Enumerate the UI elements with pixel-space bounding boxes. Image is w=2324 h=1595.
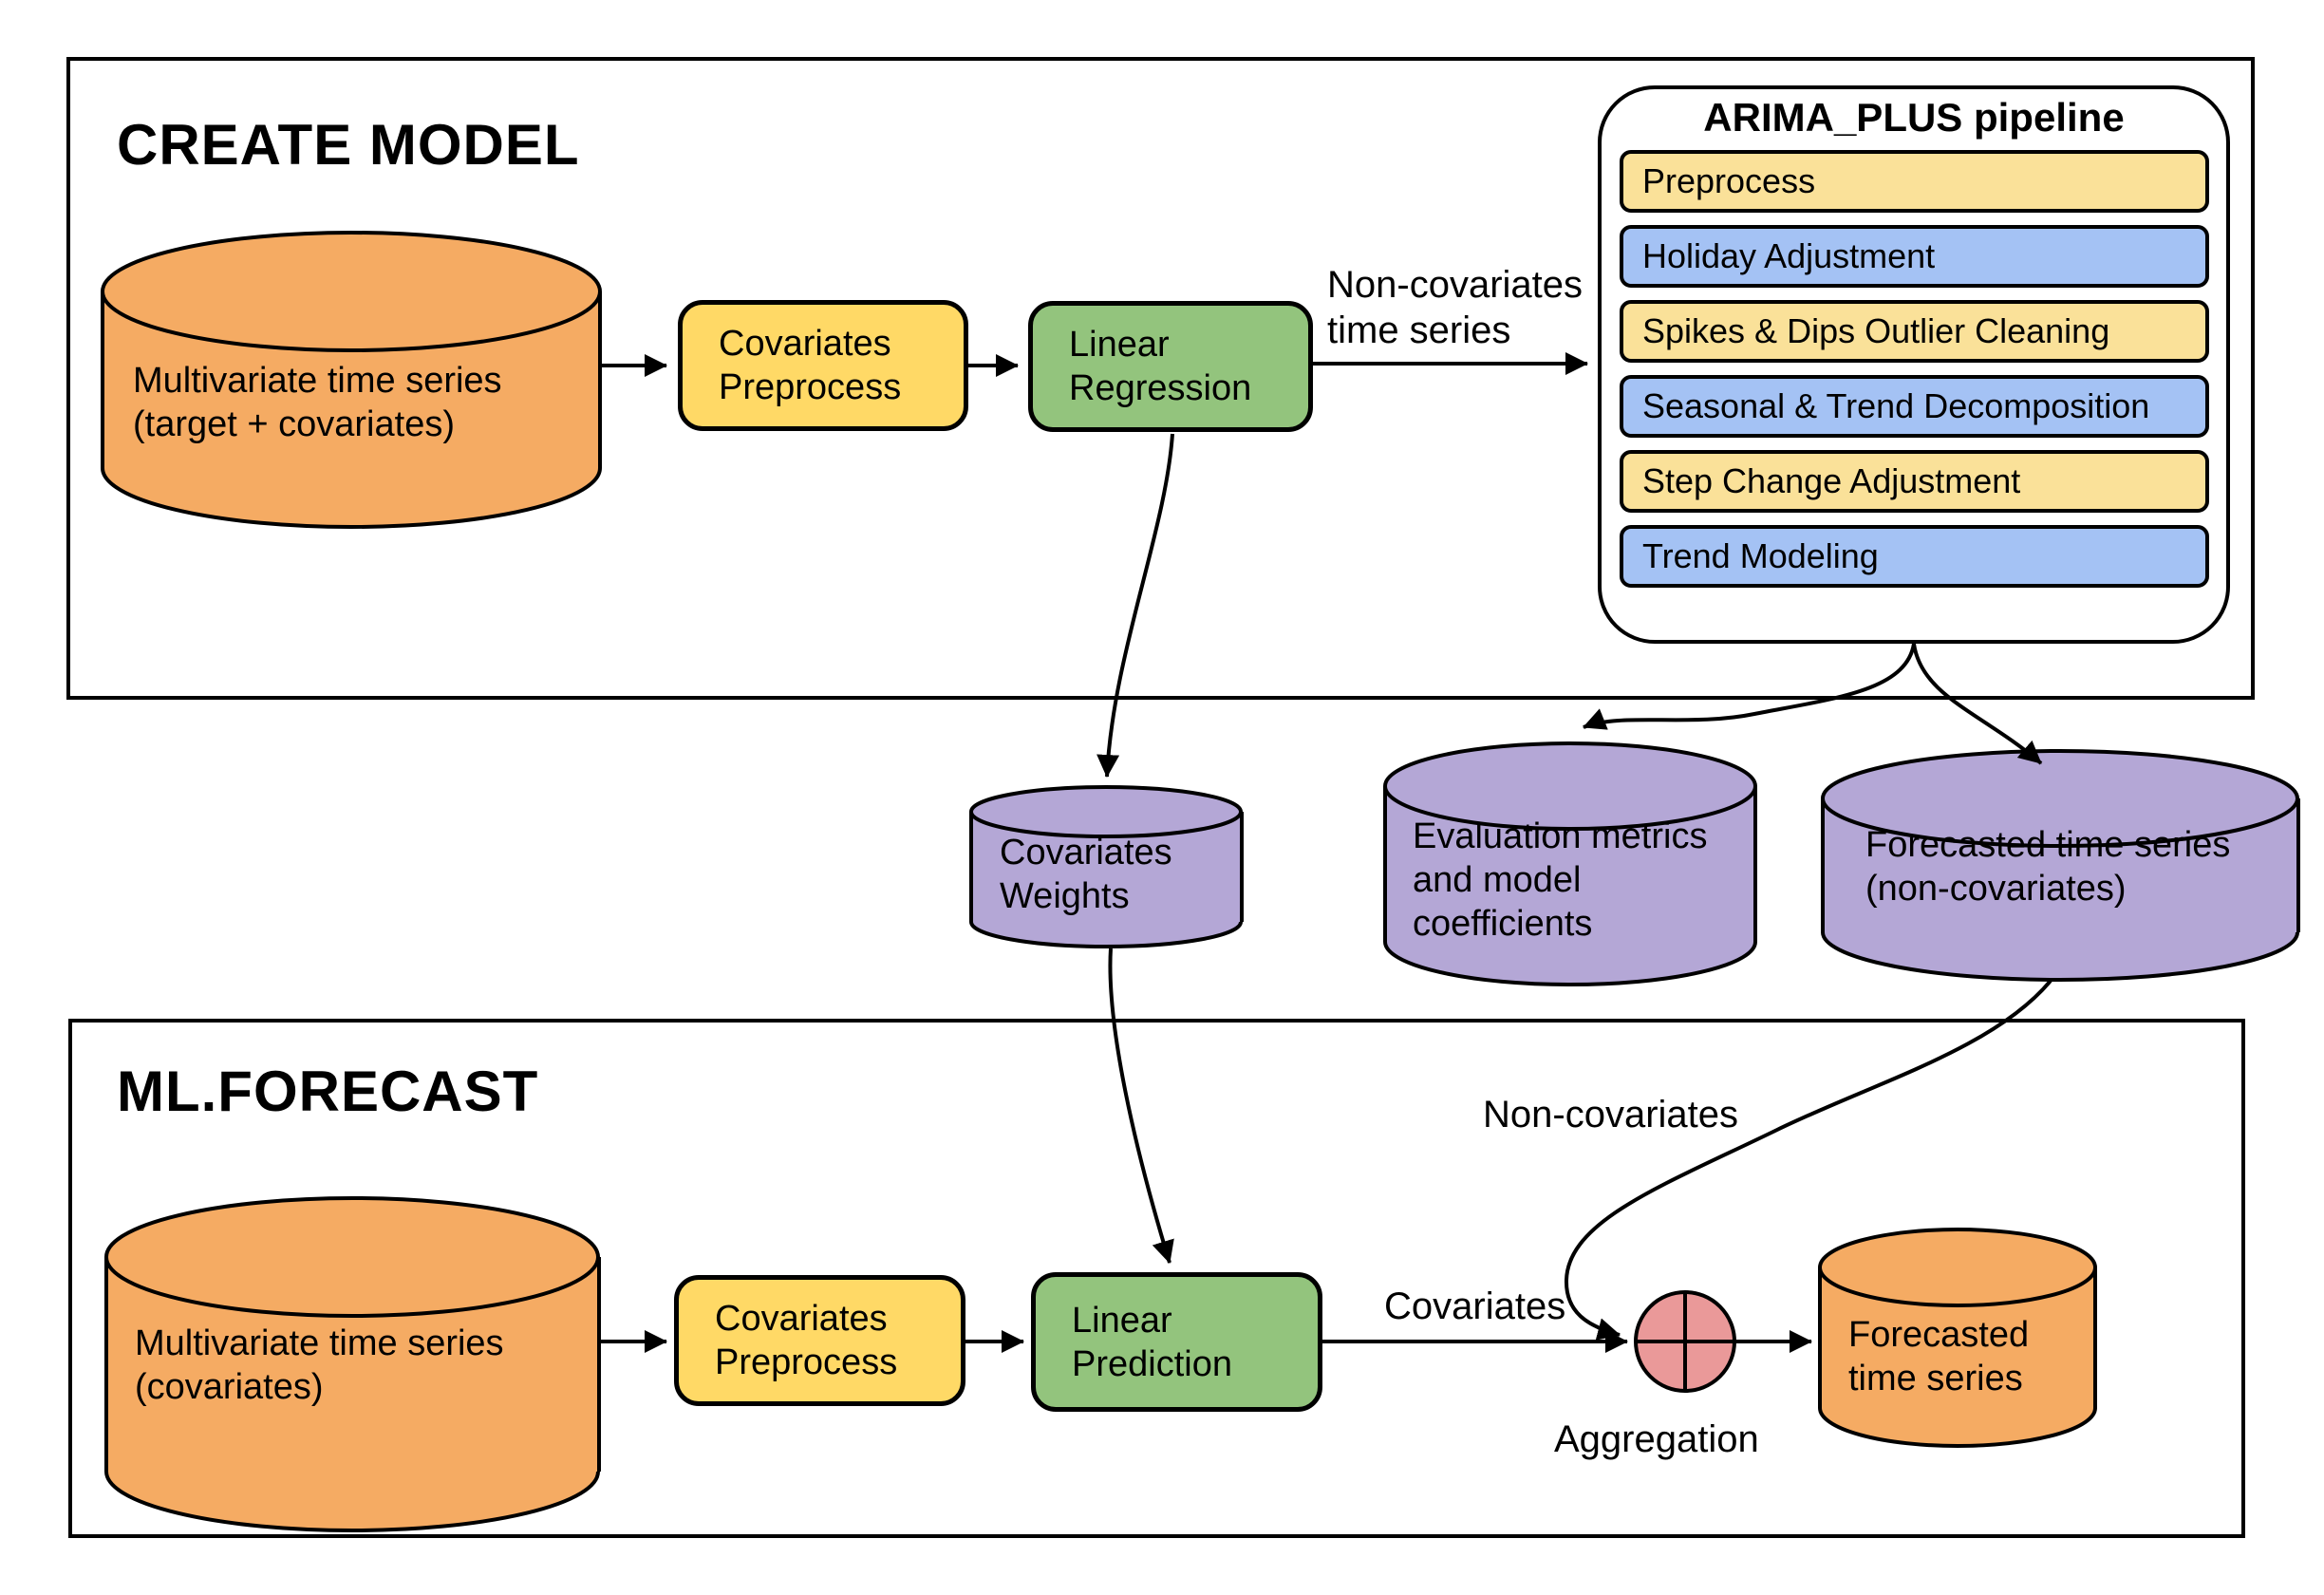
noncov-arrow-label-line1: Non-covariates: [1327, 264, 1584, 306]
pipeline-step-preprocess: Preprocess: [1620, 150, 2209, 213]
cylinder-multivariate-target: [101, 231, 602, 529]
forecast-noncov-line2: (non-covariates): [1865, 869, 2127, 909]
forecast-noncov-label: Forecasted time series (non-covariates): [1865, 823, 2230, 910]
curve-noncov-to-aggregation: [1564, 979, 2052, 1341]
arima-plus-pipeline-title: ARIMA_PLUS pipeline: [1703, 95, 2125, 140]
cylinder-covariates-weights: [969, 785, 1244, 948]
linear-regression-line1: Linear: [1069, 325, 1170, 365]
ml-forecast-section-box: [68, 1019, 2245, 1538]
curve-pipeline-to-forecast-noncov: [1912, 643, 2043, 765]
linear-regression-line2: Regression: [1069, 368, 1252, 408]
noncov-arrow-label: Non-covariates time series: [1327, 262, 1583, 353]
covariates-preprocess-bottom-line2: Preprocess: [715, 1342, 898, 1382]
forecast-output-line1: Forecasted: [1848, 1315, 2030, 1355]
evaluation-metrics-line2: and model: [1413, 860, 1582, 900]
input-cylinder-label: Multivariate time series (target + covar…: [133, 359, 502, 446]
pipeline-step-label: Holiday Adjustment: [1642, 236, 1936, 275]
covariates-weights-line2: Weights: [1000, 876, 1130, 916]
evaluation-metrics-label: Evaluation metrics and model coefficient…: [1413, 815, 1707, 946]
pipeline-step-label: Preprocess: [1642, 161, 1816, 200]
forecast-output-line2: time series: [1848, 1359, 2023, 1398]
curve-weights-to-prediction: [1108, 948, 1174, 1264]
covariates-weights-label: Covariates Weights: [1000, 831, 1172, 918]
cov-input-cylinder-line2: (covariates): [135, 1367, 324, 1407]
aggregation-node-icon: [1634, 1290, 1736, 1393]
cylinder-multivariate-covariates: [104, 1196, 601, 1532]
pipeline-step-spikes-dips: Spikes & Dips Outlier Cleaning: [1620, 300, 2209, 363]
pipeline-step-seasonal-trend: Seasonal & Trend Decomposition: [1620, 375, 2209, 438]
create-model-section-box: [66, 57, 2255, 700]
ml-forecast-title: ML.FORECAST: [117, 1060, 539, 1123]
cov-input-cylinder-label: Multivariate time series (covariates): [135, 1322, 504, 1409]
linear-prediction-box: Linear Prediction: [1031, 1272, 1322, 1412]
curve-pipeline-to-evaluation: [1583, 643, 1916, 730]
pipeline-step-label: Trend Modeling: [1642, 536, 1879, 575]
pipeline-step-trend-modeling: Trend Modeling: [1620, 525, 2209, 588]
covariates-preprocess-line1: Covariates: [719, 324, 891, 364]
cov-input-cylinder-line1: Multivariate time series: [135, 1323, 504, 1363]
pipeline-step-label: Seasonal & Trend Decomposition: [1642, 386, 2150, 425]
pipeline-step-step-change: Step Change Adjustment: [1620, 450, 2209, 513]
linear-prediction-line2: Prediction: [1072, 1343, 1232, 1384]
forecast-noncov-line1: Forecasted time series: [1865, 825, 2231, 865]
create-model-title: CREATE MODEL: [117, 113, 580, 177]
evaluation-metrics-line3: coefficients: [1413, 904, 1593, 944]
pipeline-step-label: Step Change Adjustment: [1642, 461, 2021, 500]
pipeline-step-label: Spikes & Dips Outlier Cleaning: [1642, 311, 2110, 350]
covariates-preprocess-box-top: Covariates Preprocess: [678, 300, 968, 431]
covariates-preprocess-box-bottom: Covariates Preprocess: [674, 1275, 965, 1406]
noncov-arrow-label-line2: time series: [1327, 310, 1511, 351]
aggregation-label: Aggregation: [1554, 1418, 1759, 1460]
noncovariates-label: Non-covariates: [1483, 1094, 1739, 1135]
cylinder-evaluation-metrics: [1383, 741, 1757, 986]
linear-regression-box: Linear Regression: [1028, 301, 1313, 432]
curve-regression-to-weights: [1096, 433, 1174, 778]
input-cylinder-label-line1: Multivariate time series: [133, 361, 502, 401]
forecast-output-label: Forecasted time series: [1848, 1313, 2029, 1400]
covariates-preprocess-line2: Preprocess: [719, 367, 902, 407]
covariates-weights-line1: Covariates: [1000, 833, 1172, 873]
cylinder-forecasted-time-series: [1818, 1228, 2097, 1448]
covariates-label: Covariates: [1384, 1285, 1566, 1327]
linear-prediction-line1: Linear: [1072, 1300, 1172, 1341]
pipeline-step-holiday-adjustment: Holiday Adjustment: [1620, 225, 2209, 288]
input-cylinder-label-line2: (target + covariates): [133, 404, 455, 444]
evaluation-metrics-line1: Evaluation metrics: [1413, 816, 1708, 856]
cylinder-forecast-noncovariates: [1821, 749, 2300, 982]
covariates-preprocess-bottom-line1: Covariates: [715, 1299, 888, 1339]
